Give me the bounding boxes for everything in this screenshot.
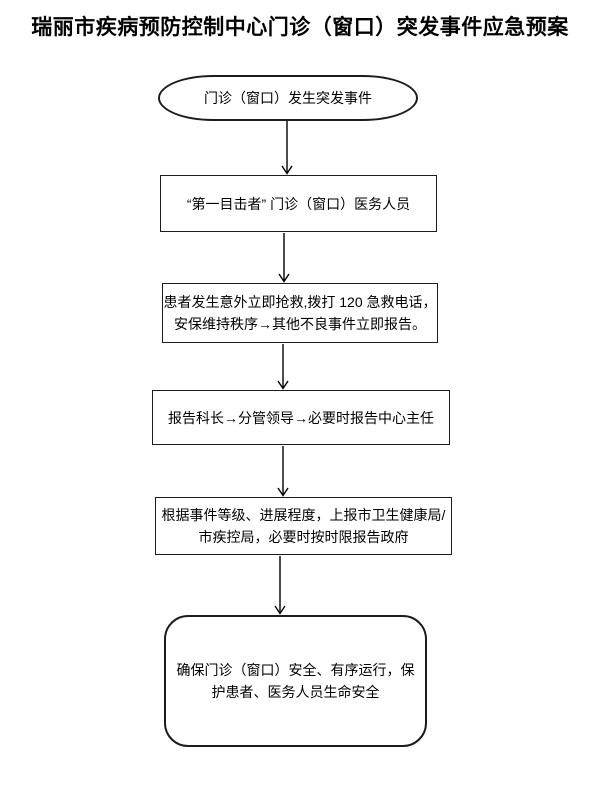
flow-node-emergency-response-label: 患者发生意外立即抢救,拨打 120 急救电话， 安保维持秩序→其他不良事件立即报… xyxy=(163,294,437,332)
flow-node-end-label: 确保门诊（窗口）安全、有序运行，保 护患者、医务人员生命安全 xyxy=(176,662,415,700)
flow-node-report-chain: 报告科长→分管领导→必要时报告中心主任 xyxy=(152,390,450,445)
flow-node-report-chain-label: 报告科长→分管领导→必要时报告中心主任 xyxy=(168,409,434,426)
arrow-down-icon xyxy=(277,344,289,390)
flow-node-first-witness-label: “第一目击者” 门诊（窗口）医务人员 xyxy=(186,195,411,212)
arrow-down-icon xyxy=(278,233,290,283)
page-title: 瑞丽市疾病预防控制中心门诊（窗口）突发事件应急预案 xyxy=(31,15,569,39)
flow-node-first-witness: “第一目击者” 门诊（窗口）医务人员 xyxy=(160,175,437,232)
flow-node-start: 门诊（窗口）发生突发事件 xyxy=(158,75,418,121)
flow-node-start-label: 门诊（窗口）发生突发事件 xyxy=(204,90,372,106)
flow-node-emergency-response: 患者发生意外立即抢救,拨打 120 急救电话， 安保维持秩序→其他不良事件立即报… xyxy=(162,283,438,343)
arrow-down-icon xyxy=(277,446,289,497)
arrow-down-icon xyxy=(281,121,293,175)
flow-node-escalation-label: 根据事件等级、进展程度，上报市卫生健康局/ 市疾控局，必要时按时限报告政府 xyxy=(161,507,446,545)
flow-node-end: 确保门诊（窗口）安全、有序运行，保 护患者、医务人员生命安全 xyxy=(164,615,427,747)
flow-node-escalation: 根据事件等级、进展程度，上报市卫生健康局/ 市疾控局，必要时按时限报告政府 xyxy=(155,497,452,555)
arrow-down-icon xyxy=(274,556,286,615)
